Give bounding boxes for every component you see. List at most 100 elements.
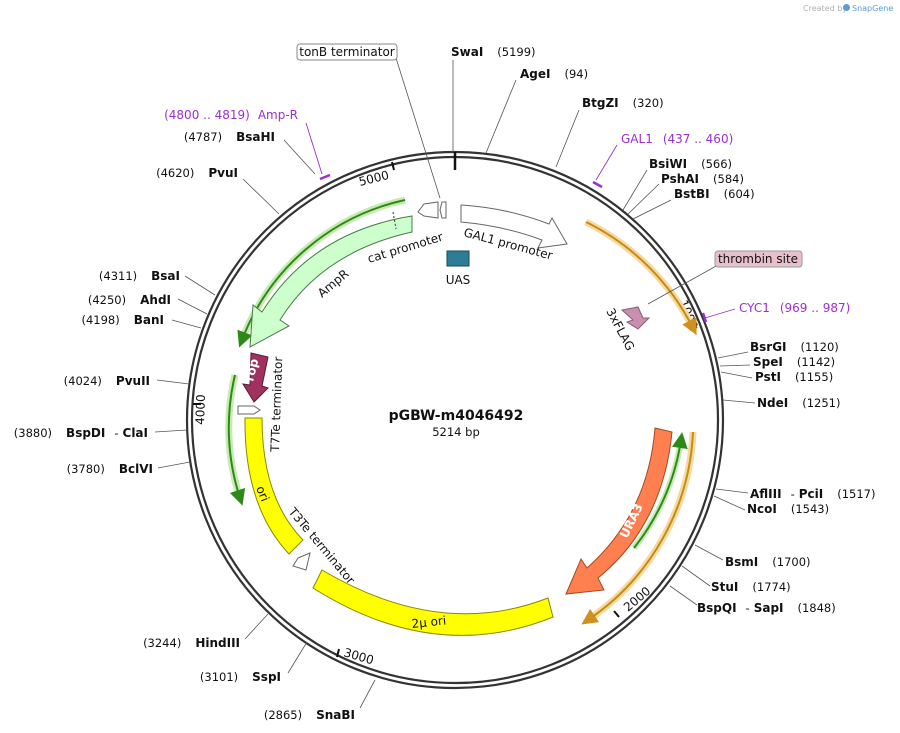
site-pos: (3244): [143, 636, 181, 650]
primer-cyc1-mark: [701, 312, 708, 323]
site-name: SwaI: [451, 45, 483, 59]
site-pos: (1774): [752, 580, 790, 594]
feature-label-rop: rop: [242, 357, 261, 383]
site-name: AhdI: [140, 293, 171, 307]
leader-bsiwi: [622, 169, 648, 211]
site-name: PshAI: [661, 172, 699, 186]
leader-bsmi: [694, 544, 724, 561]
tick-label-4000: 4000: [193, 394, 208, 425]
site-bsahi: (4787)BsaHI: [184, 130, 275, 144]
orf-right-green: [633, 432, 688, 549]
site-pos: (320): [633, 96, 664, 110]
leader-bsahi: [283, 139, 316, 175]
snapgene-credit: Created by SnapGene: [803, 4, 893, 13]
site-pos: (1120): [801, 340, 839, 354]
site-name: AgeI: [520, 67, 550, 81]
site-pos: (3880): [14, 426, 52, 440]
tick-mark-2000: [613, 610, 620, 618]
site-name: AflIII: [750, 487, 782, 501]
site-name: StuI: [711, 580, 738, 594]
site-ncoi: NcoI(1543): [747, 502, 829, 516]
primer-amp-r-mark: [319, 173, 331, 181]
site-pshai: PshAI (584): [661, 172, 744, 186]
feature-label-2micron-ori: 2μ ori: [411, 613, 447, 631]
features: GAL1 promoter UAS 3xFLAG URA3 2μ ori T3T…: [237, 201, 673, 636]
site-pos: (2865): [264, 708, 302, 722]
leader-snabi: [359, 679, 376, 709]
tick-label-5000: 5000: [357, 168, 390, 189]
leader-hindiii: [244, 613, 269, 640]
primers: (4800 .. 4819)Amp-R GAL1(437 .. 460) CYC…: [164, 108, 850, 323]
leader-tonb-terminator: [395, 57, 441, 199]
site-stui: StuI (1774): [711, 580, 791, 594]
feature-t3te-terminator: [292, 552, 311, 571]
site-afliii: AflIII-PciI(1517): [750, 487, 875, 501]
site-name: BsiWI: [649, 157, 687, 171]
site-ahdi: (4250) AhdI: [88, 293, 171, 307]
site-name2: ClaI: [123, 426, 148, 440]
site-pos: (566): [701, 157, 732, 171]
site-name: PvuI: [208, 166, 238, 180]
leader-stui: [681, 565, 711, 587]
leader-ncoi: [713, 495, 746, 511]
leader-thrombin-site: [647, 264, 719, 305]
leader-bsrgi: [717, 351, 749, 359]
primer-cyc1-leader: [704, 308, 736, 319]
leader-btgzi: [555, 109, 580, 168]
primer-gal1: GAL1(437 .. 460): [621, 132, 733, 146]
site-pos: (3780): [67, 462, 105, 476]
site-pvui: (4620)PvuI: [156, 166, 238, 180]
site-spei: SpeI(1142): [753, 355, 835, 369]
credit-prefix: Created by: [803, 4, 847, 13]
site-pos: (604): [724, 187, 755, 201]
site-name: BspDI: [66, 426, 105, 440]
site-name: BstBI: [674, 187, 710, 201]
site-bclvi: (3780)BclVI: [67, 462, 153, 476]
site-hindiii: (3244) HindIII: [143, 636, 240, 650]
site-name: BsrGI: [750, 340, 787, 354]
site-ndei: NdeI(1251): [757, 396, 841, 410]
site-name: PstI: [755, 370, 781, 384]
site-name: HindIII: [195, 636, 240, 650]
site-name: BspQI: [697, 601, 737, 615]
site-pos: (5199): [497, 45, 535, 59]
site-sep: -: [114, 426, 118, 440]
site-name: BsmI: [725, 555, 758, 569]
site-name2: SapI: [754, 601, 784, 615]
site-bstbi: BstBI (604): [674, 187, 755, 201]
site-name: SpeI: [753, 355, 783, 369]
feature-cat-promoter: [417, 201, 439, 219]
feature-label-uas: UAS: [446, 273, 471, 287]
site-name: SspI: [252, 670, 281, 684]
site-name: BtgZI: [582, 96, 619, 110]
primer-gal1-leader: [595, 144, 618, 181]
leader-bspqi: [669, 585, 698, 606]
site-name: NdeI: [757, 396, 788, 410]
tick-mark-5000: [391, 161, 395, 171]
leader-pvui: [242, 178, 280, 215]
backbone: [185, 150, 725, 690]
feature-2micron-ori: [312, 569, 554, 636]
site-sep: -: [746, 601, 750, 615]
boxed-feature-labels: tonB terminator thrombin site: [296, 43, 803, 305]
site-pos: (4250): [88, 293, 126, 307]
site-pos: (94): [564, 67, 588, 81]
leader-psti: [720, 371, 753, 379]
feature-3xflag: [620, 306, 651, 330]
feature-ampr-break: [392, 211, 397, 230]
primer-range: (969 .. 987): [780, 301, 850, 315]
site-agei: AgeI (94): [520, 67, 588, 81]
primer-name: CYC1: [739, 301, 770, 315]
site-pos: (4311): [99, 269, 137, 283]
feature-label-t7te-terminator: T7Te terminator: [268, 356, 285, 453]
primer-cyc1: CYC1 (969 .. 987): [739, 301, 850, 315]
site-pos: (584): [713, 172, 744, 186]
primer-range: (437 .. 460): [663, 132, 733, 146]
snapgene-logo-icon: [843, 4, 850, 11]
leader-bclvi: [157, 461, 191, 469]
restriction-sites: SwaI (5199) AgeI (94) BtgZI (320) BsiWI (566…: [14, 45, 876, 722]
leader-ahdi: [177, 298, 208, 315]
orf-top-right: [585, 221, 697, 336]
site-bsai: (4311)BsaI: [99, 269, 180, 283]
